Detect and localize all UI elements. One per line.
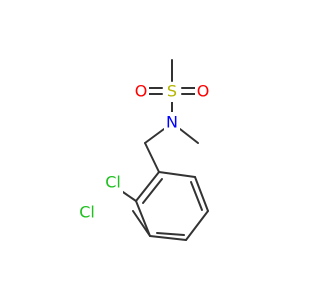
bond-ring-inner-3 xyxy=(190,181,203,211)
bond-ch2-ring xyxy=(144,142,160,173)
bond-ring-inner-1 xyxy=(142,178,163,204)
bond-group xyxy=(119,59,209,241)
bond-ring-c5-c6 xyxy=(194,176,209,212)
bond-ring-c2-c3 xyxy=(135,200,151,237)
oxygen-right-label-bg xyxy=(195,82,211,102)
nitrogen-label: N xyxy=(166,113,178,132)
bond-ring-c4-c5 xyxy=(185,210,209,241)
bond-n-methyl xyxy=(179,128,199,144)
chlorine-lower-label-bg xyxy=(77,202,97,224)
molecule-diagram: S O O N Cl Cl xyxy=(77,59,211,241)
chlorine-upper-label: Cl xyxy=(105,173,121,192)
atom-label-group: S O O N Cl Cl xyxy=(77,82,211,224)
structure-drawing: S O O N Cl Cl xyxy=(77,59,211,241)
bond-ring-inner-2 xyxy=(156,232,185,236)
chlorine-lower-label: Cl xyxy=(79,203,95,222)
nitrogen-label-bg xyxy=(164,112,180,132)
bond-ring-c6-c1 xyxy=(158,171,196,178)
oxygen-left-label-bg xyxy=(133,82,149,102)
bond-c3-cl-lower xyxy=(132,210,151,237)
bond-ring-c3-c4 xyxy=(149,235,187,241)
sulfur-label: S xyxy=(167,82,177,101)
bond-n-ch2 xyxy=(144,128,165,144)
chlorine-upper-label-bg xyxy=(103,172,123,194)
sulfur-label-bg xyxy=(164,82,180,102)
oxygen-left-label: O xyxy=(135,82,148,101)
bond-ring-c1-c2 xyxy=(135,171,160,202)
oxygen-right-label: O xyxy=(197,82,210,101)
